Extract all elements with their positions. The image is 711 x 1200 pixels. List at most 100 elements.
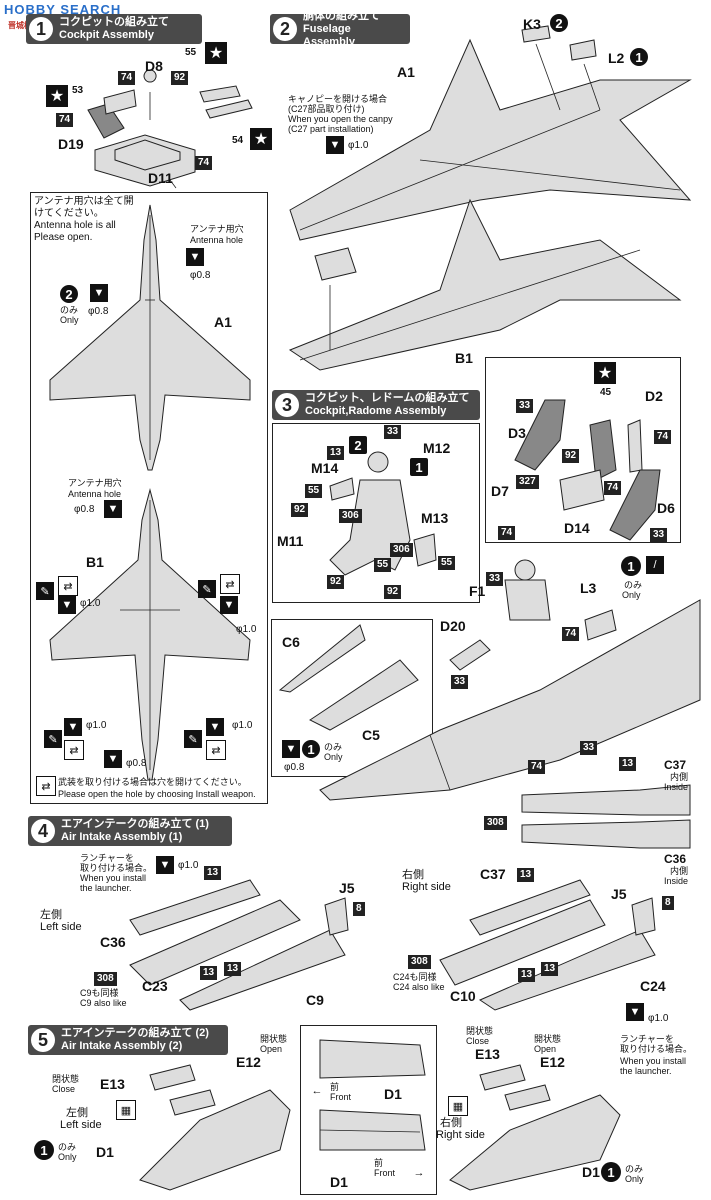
step3-number: 3 bbox=[275, 393, 299, 417]
canopy-note-en: When you open the canpy bbox=[288, 114, 393, 124]
step2-title-jp: 胴体の組み立て bbox=[303, 9, 380, 22]
part-number: 54 bbox=[232, 135, 244, 146]
launcher-note-jp: ランチャーを bbox=[80, 853, 134, 863]
checker-icon: ▦ bbox=[448, 1096, 468, 1116]
part-label: C37 bbox=[664, 758, 687, 772]
part-label: J5 bbox=[611, 886, 627, 902]
paint-number: 55 bbox=[374, 558, 392, 572]
open-state-jp: 開状態 bbox=[534, 1034, 562, 1044]
part-label: D1 bbox=[582, 1164, 600, 1180]
part-label: D6 bbox=[657, 500, 675, 516]
paint-number: 13 bbox=[224, 962, 242, 976]
step2-header: 2 胴体の組み立て Fuselage Assembly bbox=[270, 10, 410, 48]
front-en: Front bbox=[330, 1092, 352, 1102]
antenna-note: アンテナ用穴は全て開けてください。 Antenna hole is all Pl… bbox=[34, 196, 142, 244]
version-1-badge-icon: 1 bbox=[302, 740, 320, 758]
drill-icon: ▼ bbox=[186, 248, 204, 266]
paint-brush-icon: ✎ bbox=[36, 582, 54, 600]
close-state-en: Close bbox=[52, 1084, 76, 1094]
paint-number: 74 bbox=[56, 113, 74, 127]
part-label: C23 bbox=[142, 978, 168, 994]
part-label: M11 bbox=[277, 533, 304, 549]
weapon-note-en: Please open the hole by choosing Install… bbox=[58, 789, 256, 799]
right-side-en: Right side bbox=[402, 881, 451, 893]
part-label: C37 bbox=[480, 866, 506, 882]
step4-number: 4 bbox=[31, 819, 55, 843]
canopy-note-en2: (C27 part installation) bbox=[288, 124, 374, 134]
antenna-note-en: Antenna hole is all Please open. bbox=[34, 220, 116, 243]
part-label: E12 bbox=[540, 1054, 565, 1070]
part-label: D1 bbox=[96, 1144, 114, 1160]
weapon-icon: ⇄ bbox=[64, 740, 84, 760]
launcher2-note-en: When you install bbox=[620, 1056, 687, 1066]
only-en: Only bbox=[625, 1174, 644, 1184]
part-label: D20 bbox=[440, 618, 466, 634]
part-label: D19 bbox=[58, 136, 84, 152]
paint-number: 8 bbox=[353, 902, 365, 916]
open-state-en: Open bbox=[534, 1044, 557, 1054]
left-side-jp: 左側 bbox=[40, 909, 62, 921]
paint-number: 74 bbox=[604, 481, 622, 495]
paint-number: 74 bbox=[528, 760, 546, 774]
paint-number: 13 bbox=[200, 966, 218, 980]
part-label: D11 bbox=[148, 170, 173, 186]
hole-diameter: φ1.0 bbox=[80, 598, 101, 609]
hole-diameter: φ0.8 bbox=[284, 762, 305, 773]
part-label: E13 bbox=[475, 1046, 500, 1062]
step5-header: 5 エアインテークの組み立て (2) Air Intake Assembly (… bbox=[28, 1025, 228, 1055]
close-state-jp: 閉状態 bbox=[466, 1026, 494, 1036]
step4-title-jp: エアインテークの組み立て (1) bbox=[61, 818, 209, 830]
step5-title-en: Air Intake Assembly (2) bbox=[61, 1040, 183, 1052]
launcher2-note-en2: the launcher. bbox=[620, 1066, 672, 1076]
paint-number: 33 bbox=[486, 572, 504, 586]
launcher2-note-jp2: 取り付ける場合。 bbox=[620, 1044, 693, 1054]
version-badge-icon: 1 bbox=[630, 48, 648, 66]
weapon-note-jp: 武装を取り付ける場合は穴を開けてください。 bbox=[58, 777, 247, 787]
part-number: 45 bbox=[600, 387, 612, 398]
paint-number: 13 bbox=[541, 962, 559, 976]
paint-number: 92 bbox=[291, 503, 309, 517]
part-label: C36 bbox=[664, 852, 687, 866]
part-label: C10 bbox=[450, 988, 476, 1004]
launcher2-note-jp: ランチャーを bbox=[620, 1034, 674, 1044]
paint-number: 92 bbox=[171, 71, 189, 85]
part-label: C24 bbox=[640, 978, 666, 994]
right-side-jp: 右側 bbox=[402, 869, 424, 881]
drill-icon: ▼ bbox=[282, 740, 300, 758]
paint-number: 308 bbox=[94, 972, 117, 986]
only-en: Only bbox=[622, 590, 641, 600]
seat-box bbox=[485, 357, 681, 543]
paint-number: 74 bbox=[195, 156, 213, 170]
weapon-icon: ⇄ bbox=[206, 740, 226, 760]
paint-number: 92 bbox=[384, 585, 402, 599]
paint-number: 92 bbox=[562, 449, 580, 463]
part-label: D8 bbox=[145, 58, 163, 74]
paint-number: 13 bbox=[327, 446, 345, 460]
step5-title-jp: エアインテークの組み立て (2) bbox=[61, 1027, 209, 1039]
part-label: C6 bbox=[282, 634, 300, 650]
right-note-en: C24 also like bbox=[393, 982, 445, 992]
paint-number: 308 bbox=[408, 955, 431, 969]
arrow-left-icon: ← bbox=[308, 1082, 326, 1100]
only-jp: のみ bbox=[625, 1164, 644, 1174]
part-number: 55 bbox=[185, 47, 197, 58]
version-1-badge-icon: 1 bbox=[621, 556, 641, 576]
inside-jp: 内側 bbox=[670, 866, 689, 876]
paint-brush-icon: ✎ bbox=[198, 580, 216, 598]
paint-number: 306 bbox=[390, 543, 413, 557]
hole-diameter: φ0.8 bbox=[190, 270, 211, 281]
step1-header: 1 コクピットの組み立て Cockpit Assembly bbox=[26, 14, 202, 44]
paint-number-badge: 2 bbox=[349, 436, 367, 454]
step5-number: 5 bbox=[31, 1028, 55, 1052]
weapon-icon: ⇄ bbox=[58, 576, 78, 596]
part-label: D2 bbox=[645, 388, 663, 404]
drill-icon: ▼ bbox=[64, 718, 82, 736]
paint-brush-icon: ✎ bbox=[44, 730, 62, 748]
